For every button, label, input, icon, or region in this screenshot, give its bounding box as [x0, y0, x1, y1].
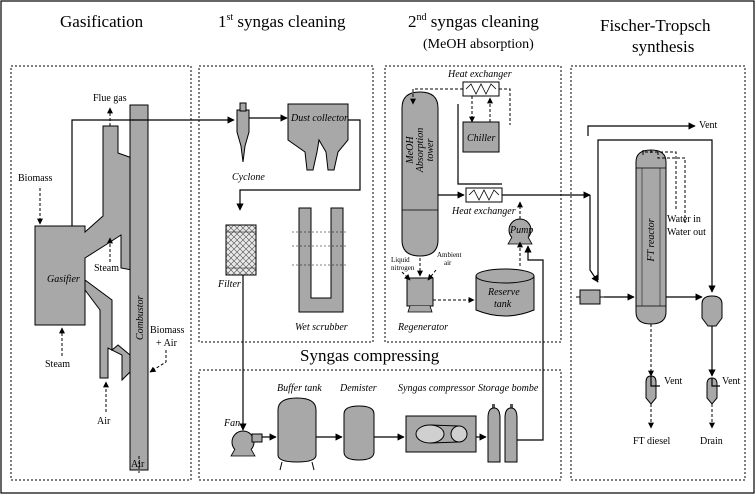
- title-syngas-cleaning-1: 1st syngas cleaning: [218, 12, 346, 31]
- box-gasification: [10, 65, 192, 481]
- buffer-tank-label: Buffer tank: [277, 383, 322, 394]
- box-cleaning-2: [384, 65, 562, 343]
- flue-gas-label: Flue gas: [93, 93, 127, 104]
- absorption-tower-label-2: Absorption: [415, 128, 426, 173]
- recycle-line: [597, 139, 716, 293]
- absorption-tower-label-3: tower: [425, 139, 436, 162]
- heat-exchanger-mid: [465, 187, 503, 203]
- heat-exchanger-top: [462, 81, 500, 97]
- absorption-tower-label-1: MeOH: [405, 136, 416, 165]
- vent-left-label: Vent: [664, 376, 683, 387]
- biomass-left-label: Biomass: [18, 173, 53, 184]
- diesel-pot: [645, 375, 657, 405]
- loop-seal: [84, 279, 131, 382]
- regenerator-label: Regenerator: [397, 322, 448, 333]
- water-loop-1: [642, 150, 677, 210]
- ft-separator: [701, 295, 723, 327]
- ft-feed-heater: [576, 289, 604, 305]
- drain-label: Drain: [700, 436, 723, 447]
- biomass-air-label-2: + Air: [156, 338, 178, 349]
- box-compressing: [198, 369, 562, 481]
- ambient-air-label-1: Ambient: [437, 251, 462, 259]
- pump-label: Pump: [509, 225, 533, 236]
- liquid-nitrogen-arrow: [401, 271, 411, 281]
- vent-top-label: Vent: [699, 120, 718, 131]
- steam-bottom-label: Steam: [45, 359, 70, 370]
- drain-pot: [706, 377, 718, 405]
- chiller-label: Chiller: [467, 133, 495, 144]
- biomass-air-arrow: [149, 350, 167, 373]
- liquid-nitrogen-label-2: nitrogen: [391, 264, 415, 272]
- biomass-air-label-1: Biomass: [150, 325, 185, 336]
- heat-exchanger-mid-label: Heat exchanger: [451, 206, 516, 217]
- demister-label: Demister: [339, 383, 377, 394]
- hx-mid-to-ft: [457, 104, 590, 195]
- demister: [343, 405, 375, 461]
- syngas-line-to-cyclone: [71, 116, 235, 226]
- title-syngas-cleaning-2: 2nd syngas cleaning: [408, 12, 539, 31]
- regenerator: [406, 277, 434, 313]
- dust-collector: [287, 103, 349, 171]
- gasifier: [34, 125, 133, 326]
- title-syngas-compressing: Syngas compressing: [300, 346, 440, 365]
- subtitle-meoh-absorption: (MeOH absorption): [423, 37, 534, 52]
- hx-top-to-tower: [410, 88, 463, 105]
- water-out-label: Water out: [667, 227, 706, 238]
- box-cleaning-1: [198, 65, 374, 343]
- gasification-equipment: [34, 104, 149, 471]
- air-bottom-label: Air: [131, 459, 145, 470]
- bombe-to-absorption-line: [517, 245, 544, 441]
- fan-label: Fan: [223, 418, 240, 429]
- title-gasification: Gasification: [60, 12, 144, 31]
- pump: [507, 218, 533, 245]
- reserve-tank: [475, 268, 535, 317]
- title-ft-line-2: synthesis: [632, 37, 694, 56]
- box-ft: [570, 65, 746, 481]
- ambient-air-arrow: [427, 269, 437, 281]
- filter: [225, 224, 257, 276]
- cyclone-label: Cyclone: [232, 172, 265, 183]
- storage-bombe: [487, 404, 518, 463]
- vent-left-line: [650, 376, 660, 387]
- vent-right-line: [711, 378, 720, 387]
- dust-collector-to-filter: [236, 119, 361, 211]
- ambient-air-label-2: air: [444, 259, 452, 267]
- storage-bombe-label: Storage bombe: [478, 383, 539, 394]
- chiller: [462, 121, 500, 153]
- syngas-compressor-label: Syngas compressor: [398, 383, 475, 394]
- combustor-label: Combustor: [135, 295, 146, 340]
- air-left-label: Air: [97, 416, 111, 427]
- buffer-tank: [277, 397, 317, 471]
- dust-collector-label: Dust collector: [290, 113, 348, 124]
- title-ft-line-1: Fischer-Tropsch: [600, 16, 711, 35]
- heat-exchanger-top-label: Heat exchanger: [447, 69, 512, 80]
- syngas-compressor: [405, 415, 477, 453]
- reserve-tank-label-2: tank: [494, 299, 512, 310]
- steam-inner-label: Steam: [94, 263, 119, 274]
- hx-top-to-pump-line: [499, 88, 511, 125]
- water-in-label: Water in: [667, 214, 701, 225]
- liquid-nitrogen-label-1: Liquid: [391, 256, 410, 264]
- absorption-tower: [401, 91, 439, 257]
- vent-right-label: Vent: [722, 376, 741, 387]
- gasifier-label: Gasifier: [47, 274, 80, 285]
- water-loop-2: [657, 152, 686, 225]
- ft-reactor-label: FT reactor: [646, 218, 657, 262]
- cyclone: [236, 102, 250, 163]
- ft-diesel-label: FT diesel: [633, 436, 671, 447]
- filter-label: Filter: [217, 279, 241, 290]
- wet-scrubber: [292, 207, 348, 313]
- syngas-to-ft-feed: [589, 195, 599, 283]
- combustor: [129, 104, 149, 471]
- reserve-tank-label-1: Reserve: [487, 287, 520, 298]
- fan: [230, 430, 263, 457]
- ft-reactor: [635, 149, 667, 325]
- wet-scrubber-label: Wet scrubber: [295, 322, 348, 333]
- vent-top-line: [587, 122, 696, 136]
